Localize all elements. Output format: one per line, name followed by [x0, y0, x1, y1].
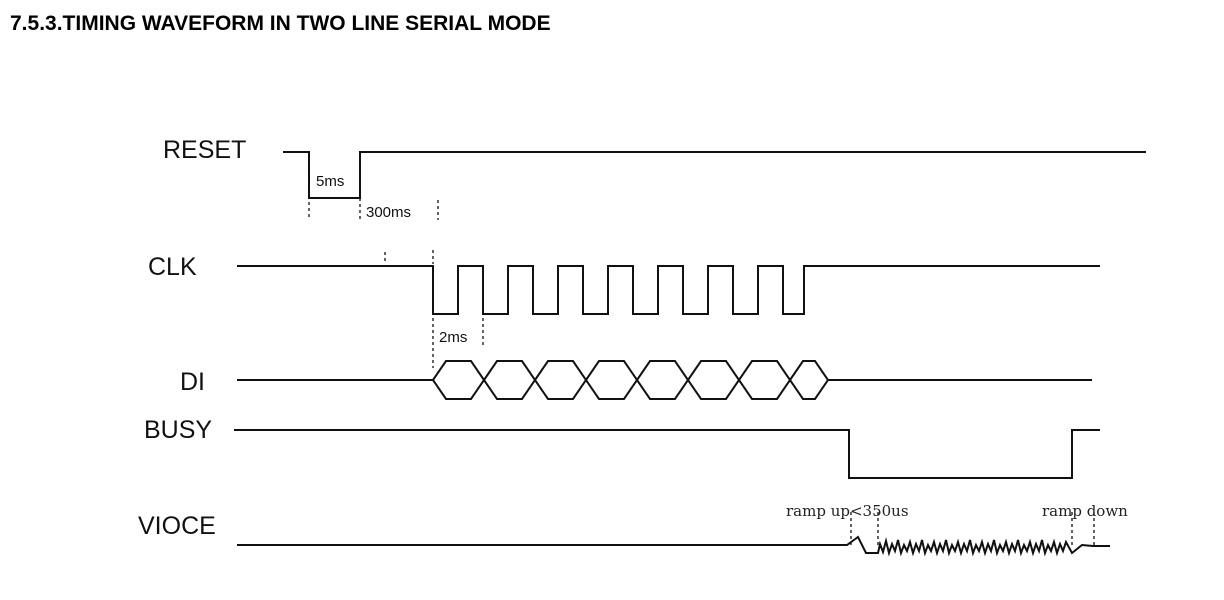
clk-period-label: 2ms — [439, 329, 467, 346]
di-waveform — [237, 360, 1092, 400]
reset-timing-markers — [308, 166, 439, 220]
signal-label-reset: RESET — [163, 136, 246, 164]
ramp-down-label: ramp down — [1042, 502, 1128, 520]
signal-label-voice: VIOCE — [138, 512, 216, 540]
page-title: 7.5.3.TIMING WAVEFORM IN TWO LINE SERIAL… — [10, 12, 551, 35]
signal-label-di: DI — [180, 368, 205, 396]
busy-waveform — [234, 429, 1100, 479]
reset-wait-duration-label: 300ms — [366, 204, 411, 221]
clk-waveform — [237, 265, 1100, 315]
reset-waveform — [283, 151, 1146, 199]
clk-timing-markers — [384, 250, 484, 368]
signal-label-busy: BUSY — [144, 416, 212, 444]
ramp-up-label: ramp up<350us — [786, 502, 909, 520]
reset-low-duration-label: 5ms — [316, 173, 344, 190]
voice-waveform — [237, 535, 1110, 557]
signal-label-clk: CLK — [148, 253, 197, 281]
